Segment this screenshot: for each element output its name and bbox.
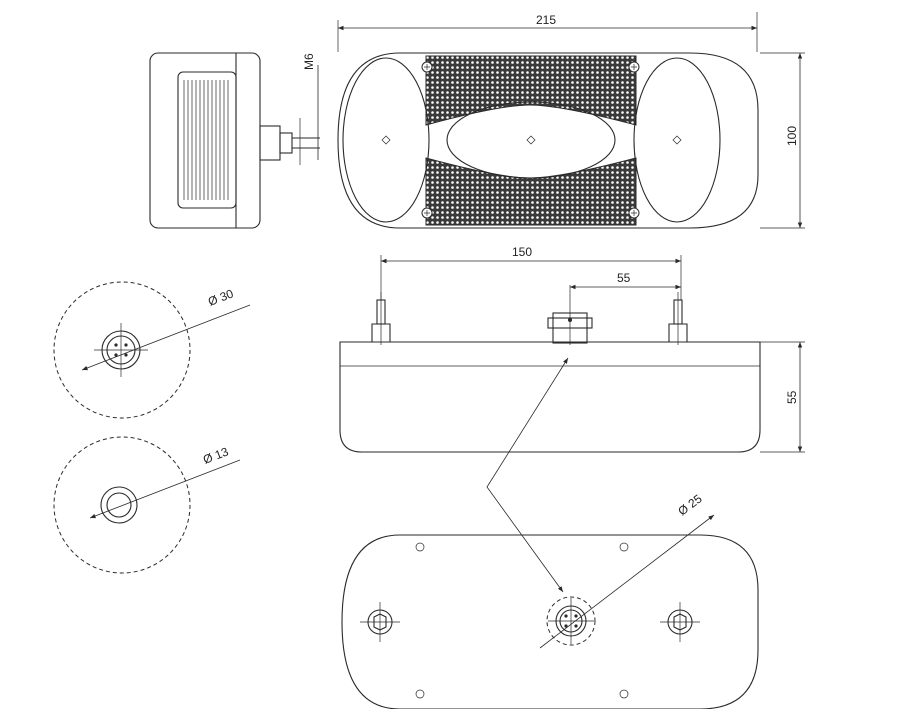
dim-100: 100: [785, 126, 799, 146]
bottom-view: 150 55 55: [339, 245, 805, 453]
dim-55-depth: 55: [785, 390, 799, 404]
front-view: 215 100: [337, 12, 805, 229]
dim-dia-30: Ø 30: [206, 286, 236, 309]
dim-55-offset: 55: [617, 271, 631, 285]
detail-dia-30: Ø 30: [53, 281, 251, 419]
side-view: M6: [149, 52, 320, 229]
dim-dia-25: Ø 25: [675, 491, 704, 518]
detail-dia-13: Ø 13: [53, 436, 241, 574]
rear-view: Ø 25: [341, 491, 759, 709]
dim-215: 215: [536, 13, 556, 27]
dim-150: 150: [512, 245, 532, 259]
dim-dia-13: Ø 13: [201, 444, 231, 467]
dim-m6: M6: [302, 53, 316, 70]
